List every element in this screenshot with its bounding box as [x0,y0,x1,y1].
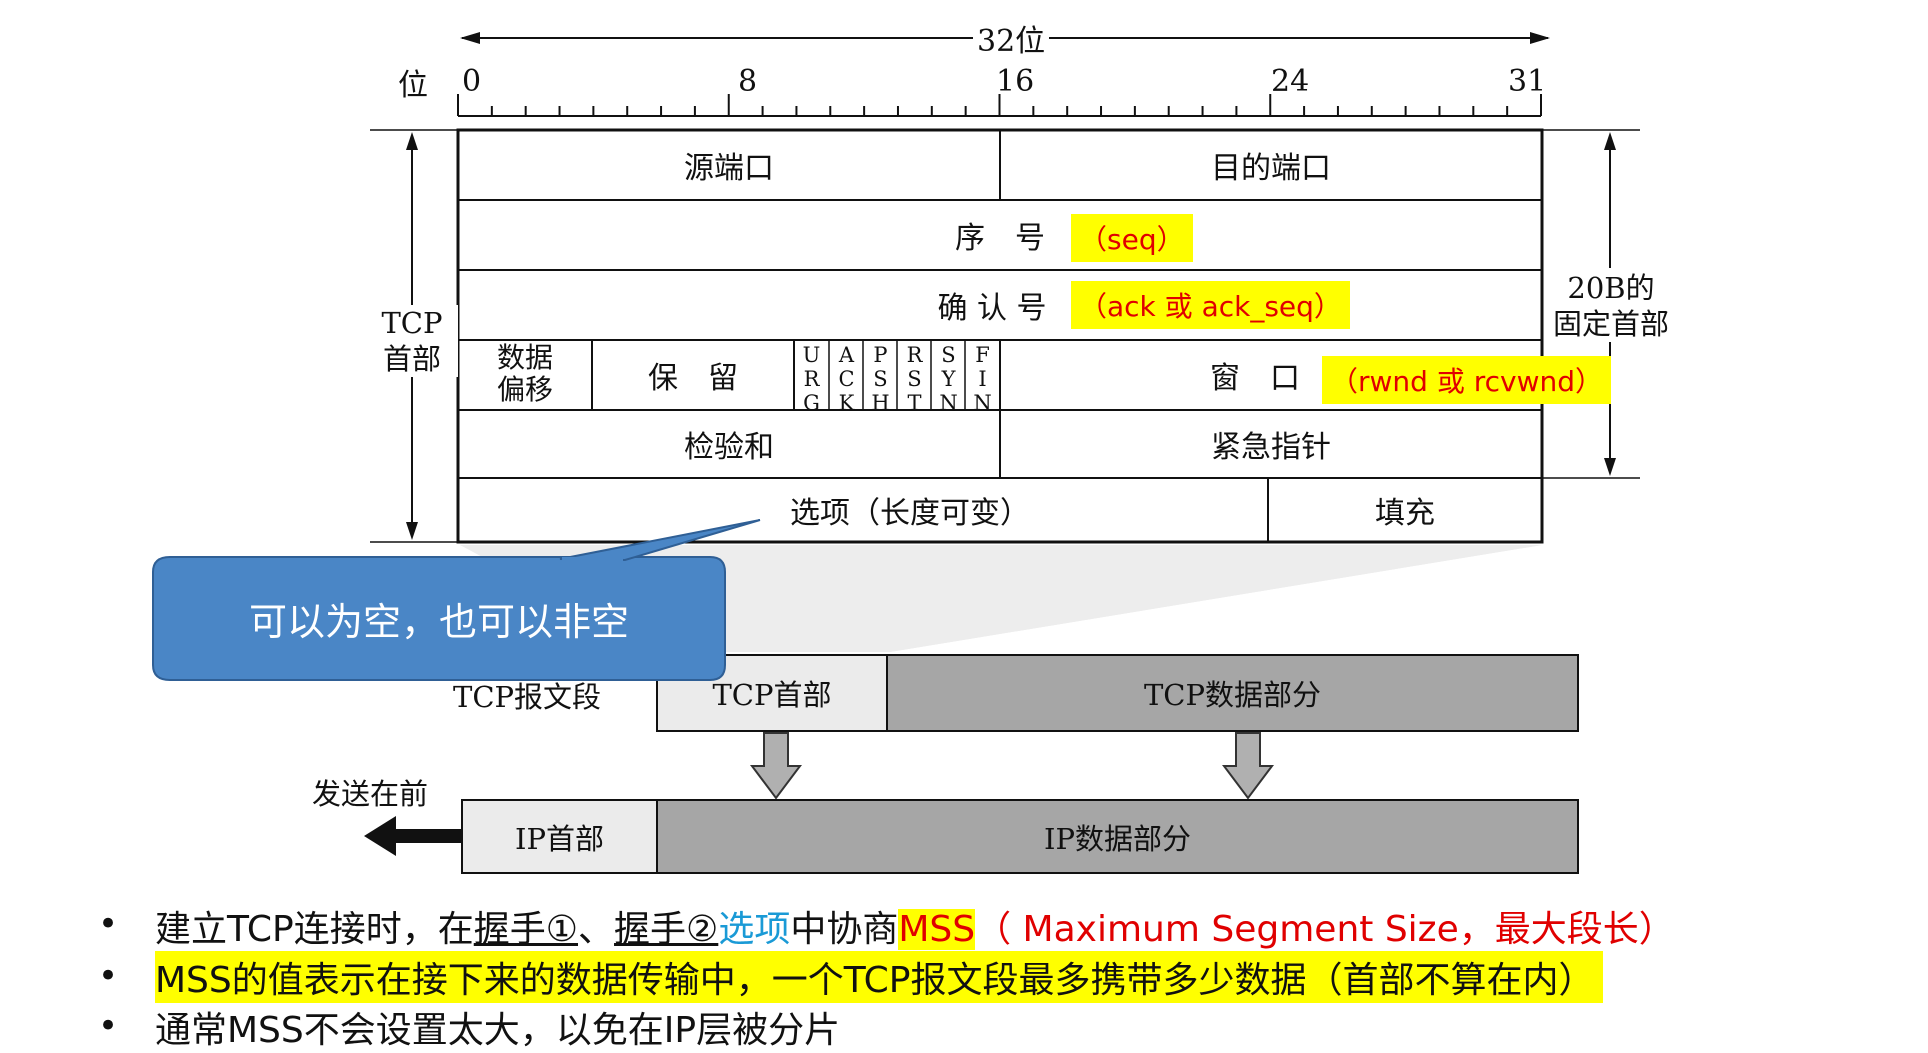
b1-options: 选项 [718,909,791,950]
options-cell: 选项（长度可变） [790,496,1030,531]
bit-mark-24: 24 [1271,64,1310,99]
fixed-header-label-line2: 固定首部 [1552,307,1669,341]
data-offset-line2: 偏移 [496,373,553,406]
bullet-2-text: MSS的值表示在接下来的数据传输中，一个TCP报文段最多携带多少数据（首部不算在… [155,951,1603,1003]
flag-psh-c3: H [871,391,890,415]
flag-syn-c1: S [941,343,956,367]
padding-cell: 填充 [1375,496,1435,531]
bullet-1-text: 建立TCP连接时，在握手①、握手②选项中协商MSS（ Maximum Segme… [155,900,1675,952]
data-offset-cell: 数据 偏移 [458,342,592,406]
flag-rst-c3: T [907,391,922,415]
flag-ack-c2: C [838,367,855,391]
flag-fin-c2: I [978,367,987,391]
flag-urg: U R G [795,343,828,415]
bullet-2-marker: • [98,956,119,996]
tcp-header-side-label-line2: 首部 [382,342,441,376]
flag-psh-c2: S [873,367,888,391]
flag-ack-c3: K [838,391,855,415]
flag-urg-c2: R [803,367,820,391]
flag-psh-c1: P [873,343,888,367]
window-cell: 窗 口 [1210,361,1300,396]
bit-mark-16: 16 [996,64,1035,99]
b1-sep: 、 [578,909,615,950]
ip-header: IP首部 [515,821,604,856]
tcp-segment-label: TCP报文段 [453,680,602,714]
flag-fin-c1: F [975,343,990,367]
flag-fin: F I N [966,343,999,415]
b1-paren: （ Maximum Segment Size，最大段长） [975,909,1675,950]
b1-handshake-2: 握手② [614,909,719,950]
flag-urg-c1: U [802,343,821,367]
src-port-cell: 源端口 [684,151,774,186]
flag-syn-c2: Y [941,367,956,391]
flag-rst: R S T [898,343,931,415]
b1-part1: 建立TCP连接时，在 [155,909,474,950]
flag-syn-c3: N [939,391,958,415]
urgent-pointer-cell: 紧急指针 [1211,430,1331,465]
bit-mark-8: 8 [738,64,758,99]
flag-psh: P S H [864,343,897,415]
flag-urg-c3: G [803,391,820,415]
flag-syn: S Y N [932,343,965,415]
tcp-segment-header: TCP首部 [712,678,832,712]
bullet-1-marker: • [98,904,119,944]
ack-note: （ack 或 ack_seq） [1071,281,1350,329]
flag-ack-c1: A [838,343,855,367]
flag-fin-c3: N [973,391,992,415]
bit-axis-label: 位 [398,68,428,103]
ip-data: IP数据部分 [1044,821,1191,856]
reserved-cell: 保 留 [648,361,738,396]
total-bits-label: 32位 [973,16,1050,60]
flag-rst-c1: R [906,343,923,367]
seq-note: （seq） [1071,214,1193,262]
seq-cell: 序 号 [955,221,1045,256]
bit-mark-31: 31 [1508,64,1547,99]
tcp-segment-data: TCP数据部分 [1143,678,1322,712]
tcp-header-side-label-line1: TCP [381,306,443,340]
b1-handshake-1: 握手① [473,909,579,950]
fixed-header-label-line1: 20B的 [1567,271,1655,305]
dst-port-cell: 目的端口 [1211,151,1331,186]
b1-mss: MSS [898,909,976,950]
window-note: （rwnd 或 rcvwnd） [1322,356,1612,404]
flag-ack: A C K [830,343,863,415]
bullet-3-text: 通常MSS不会设置太大，以免在IP层被分片 [155,1010,841,1051]
bit-mark-0: 0 [462,64,482,99]
data-offset-line1: 数据 [496,341,553,374]
send-first-label: 发送在前 [312,777,429,811]
flag-rst-c2: S [907,367,922,391]
checksum-cell: 检验和 [684,430,774,465]
bullet-3-marker: • [98,1006,119,1046]
b1-mid: 中协商 [790,909,899,950]
ack-cell: 确 认 号 [937,291,1047,326]
callout-text: 可以为空，也可以非空 [248,600,629,644]
tcp-header-side-label: TCP 首部 [366,305,458,377]
fixed-header-label: 20B的 固定首部 [1546,270,1676,342]
